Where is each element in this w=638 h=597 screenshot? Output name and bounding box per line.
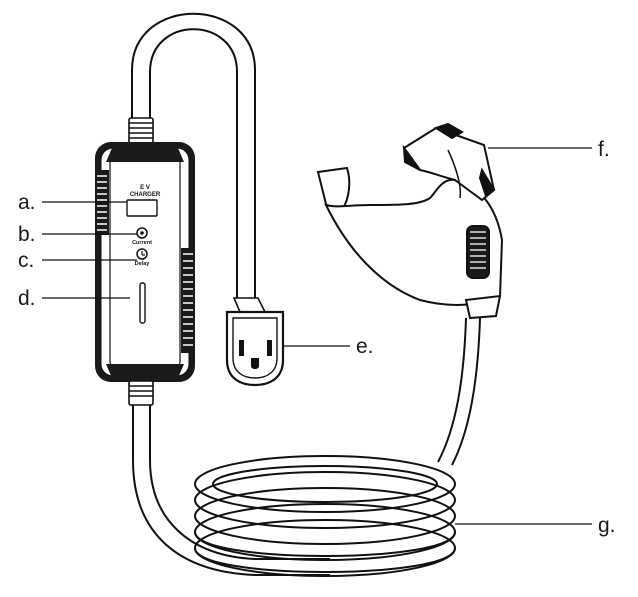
delay-button[interactable]: [136, 248, 148, 260]
lower-cable: [132, 400, 330, 576]
callout-label-a: a.: [18, 191, 36, 214]
callout-label-f: f.: [598, 138, 610, 161]
charging-connector: [316, 122, 504, 320]
current-button[interactable]: [136, 227, 148, 239]
callout-label-c: c.: [18, 249, 34, 272]
display-screen: [126, 199, 158, 217]
callout-label-e: e.: [356, 335, 374, 358]
bottom-strain-relief: [128, 380, 154, 406]
wall-plug: [225, 297, 285, 387]
upper-cable: [131, 12, 256, 300]
cable-coil: [194, 455, 456, 577]
brand-line-2: CHARGER: [130, 192, 161, 198]
delay-button-label: Delay: [135, 261, 151, 267]
connector-cable: [437, 317, 481, 466]
current-button-label: Current: [132, 240, 152, 246]
callout-label-b: b.: [18, 223, 36, 246]
callout-leaders: [42, 147, 592, 525]
brand-line-1: E V: [140, 185, 150, 191]
callout-label-g: g.: [598, 514, 616, 537]
top-strain-relief: [128, 117, 154, 145]
led-indicator-strip: [139, 282, 146, 324]
callout-label-d: d.: [18, 287, 36, 310]
